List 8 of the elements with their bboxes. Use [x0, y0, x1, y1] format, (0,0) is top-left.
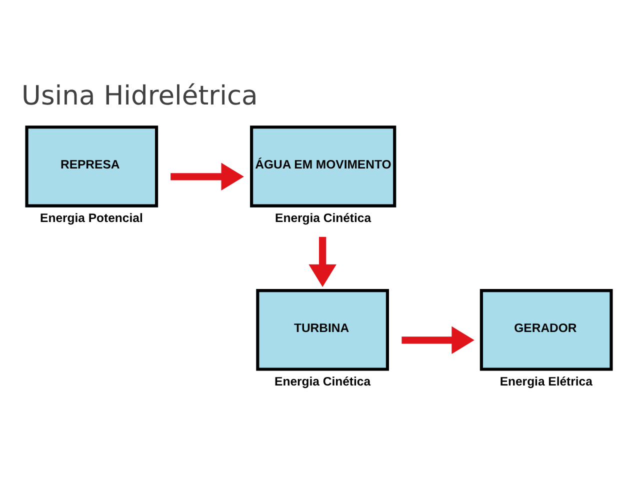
arrow [308, 236, 336, 288]
node-label: Energia Potencial [40, 211, 143, 226]
node-label: Energia Elétrica [500, 374, 592, 389]
node-label: Energia Cinética [275, 211, 372, 226]
arrow [170, 162, 244, 191]
diagram-title: Usina Hidrelétrica [22, 80, 258, 112]
arrow [402, 326, 474, 354]
node-label: Energia Cinética [274, 374, 371, 389]
